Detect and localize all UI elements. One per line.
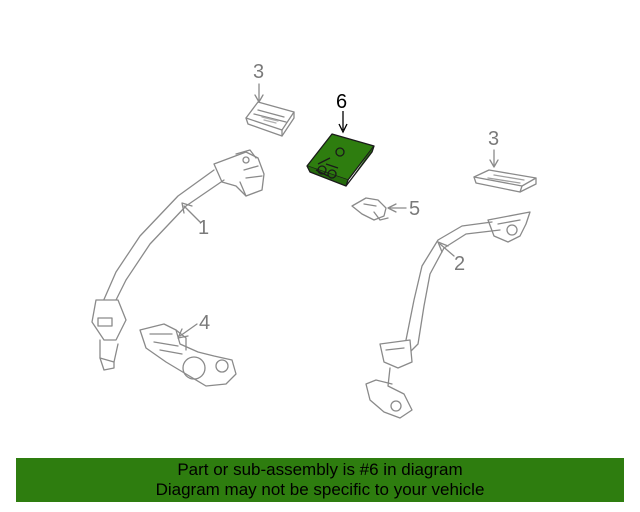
callout-1: 1 — [198, 217, 210, 239]
callout-5: 5 — [409, 198, 421, 220]
callout-3-left: 3 — [253, 61, 265, 83]
banner-line-1: Part or sub-assembly is #6 in diagram — [177, 460, 463, 479]
info-banner: Part or sub-assembly is #6 in diagram Di… — [16, 458, 624, 502]
part-3-right-cover[interactable] — [473, 169, 537, 193]
part-6-highlighted-module[interactable] — [306, 133, 375, 187]
part-1-seat-belt-assembly[interactable] — [91, 149, 265, 371]
part-2-seat-belt-assembly[interactable] — [365, 211, 531, 419]
part-3-left-cover[interactable] — [245, 101, 295, 137]
part-4-buckle-bracket[interactable] — [139, 323, 237, 387]
leader-6 — [338, 111, 348, 134]
part-5-clip[interactable] — [351, 197, 389, 221]
callout-6: 6 — [336, 91, 348, 113]
callout-2: 2 — [454, 253, 466, 275]
callout-3-right: 3 — [488, 128, 500, 150]
banner-line-2: Diagram may not be specific to your vehi… — [155, 480, 485, 499]
leader-lines — [177, 83, 499, 339]
callout-4: 4 — [199, 312, 211, 334]
